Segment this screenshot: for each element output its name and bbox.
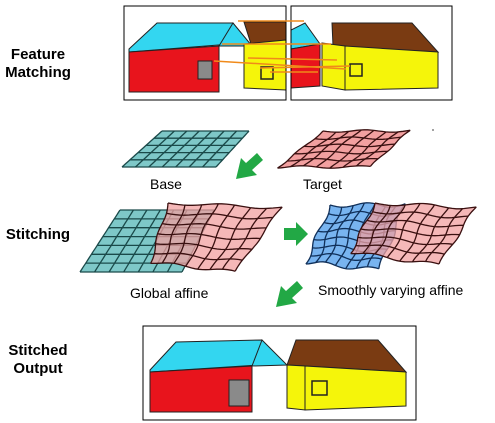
stage-label-feature-line2: Matching [5, 64, 71, 81]
grid-line [310, 252, 382, 261]
house-right-window [349, 63, 363, 77]
grid-line [157, 232, 261, 240]
stitched-output-image [142, 325, 417, 421]
grid-line [360, 228, 460, 237]
house-left-door [197, 60, 213, 80]
stage-label-feature-matching: Feature Matching [2, 46, 74, 82]
grid-line [162, 222, 267, 230]
caption-base: Base [150, 176, 182, 192]
grid-line [94, 209, 134, 273]
grid-line [277, 165, 371, 169]
feature-image-left [124, 6, 286, 100]
grid-line [356, 131, 399, 167]
grid-line [277, 130, 324, 169]
grid-line [123, 209, 161, 273]
grid-line [161, 130, 200, 168]
grid-line [350, 252, 440, 265]
grid-line [366, 219, 464, 228]
caption-smoothly-varying-affine: Smoothly varying affine [318, 282, 464, 298]
grid-line [334, 202, 365, 266]
grid-line [305, 261, 379, 270]
grid-target [277, 129, 411, 169]
grid-line [154, 252, 243, 261]
grid-base [121, 130, 250, 168]
grid-line [329, 129, 375, 169]
house-left-wall [128, 45, 220, 93]
grid-line [374, 202, 477, 210]
caption-target: Target [303, 176, 342, 192]
out-window [311, 380, 328, 396]
house-right-roof-partial [243, 21, 286, 45]
grid-line [155, 242, 253, 251]
grid-line [305, 204, 331, 265]
grid-line [188, 130, 225, 168]
arrow-icon [284, 222, 308, 246]
grid-line [121, 130, 163, 168]
out-red-wall [149, 365, 253, 413]
grid-line [167, 202, 283, 210]
grid-line [294, 150, 388, 155]
grid-line [175, 130, 213, 168]
grid-line [166, 212, 273, 220]
out-yellow-front [304, 365, 407, 411]
grid-line [357, 236, 453, 246]
house-left-gable [218, 22, 254, 47]
stage-label-feature-line1: Feature [10, 46, 66, 63]
out-door [228, 379, 250, 407]
grid-line [342, 131, 387, 168]
grid-line [369, 129, 411, 167]
caption-global-affine: Global affine [130, 285, 209, 301]
grid-line [215, 130, 250, 168]
grid-line [287, 157, 379, 162]
grid-line [148, 130, 188, 168]
house-right-window-partial [260, 66, 274, 80]
grid-line [134, 130, 175, 168]
feature-frame-left [123, 5, 287, 101]
grid-line [315, 207, 343, 263]
grid-line [108, 209, 148, 273]
out-cyan-gable [251, 339, 289, 367]
stage-label-stitched-output: Stitched Output [2, 342, 74, 378]
feature-image-right [291, 6, 452, 100]
grid-line [150, 262, 236, 272]
grid-line [303, 130, 350, 167]
grid-line [355, 244, 445, 255]
arrow-icon [276, 281, 303, 307]
grid-line [324, 205, 354, 263]
grid-line [322, 129, 411, 133]
stage-label-stitched-line1: Stitched [8, 342, 68, 359]
feature-match-lines [213, 20, 351, 73]
grid-line [79, 209, 121, 273]
grid-line [290, 131, 337, 168]
out-yellow-side [286, 364, 306, 411]
grid-line [314, 136, 402, 141]
stitch-smooth-target [350, 202, 477, 265]
grid-line [372, 211, 469, 219]
grid-line [316, 129, 362, 168]
arrow-icon [236, 153, 263, 179]
house-right-wall-partial [243, 39, 286, 91]
grid-line [304, 143, 395, 148]
stage-label-stitched-line2: Output [13, 360, 63, 377]
stage-label-stitching: Stitching [5, 226, 71, 243]
stitch-global-target [150, 202, 283, 272]
grid-fill [122, 131, 249, 167]
house-right-front [344, 45, 439, 91]
grid-line [202, 130, 238, 168]
feature-frame-right [290, 5, 453, 101]
